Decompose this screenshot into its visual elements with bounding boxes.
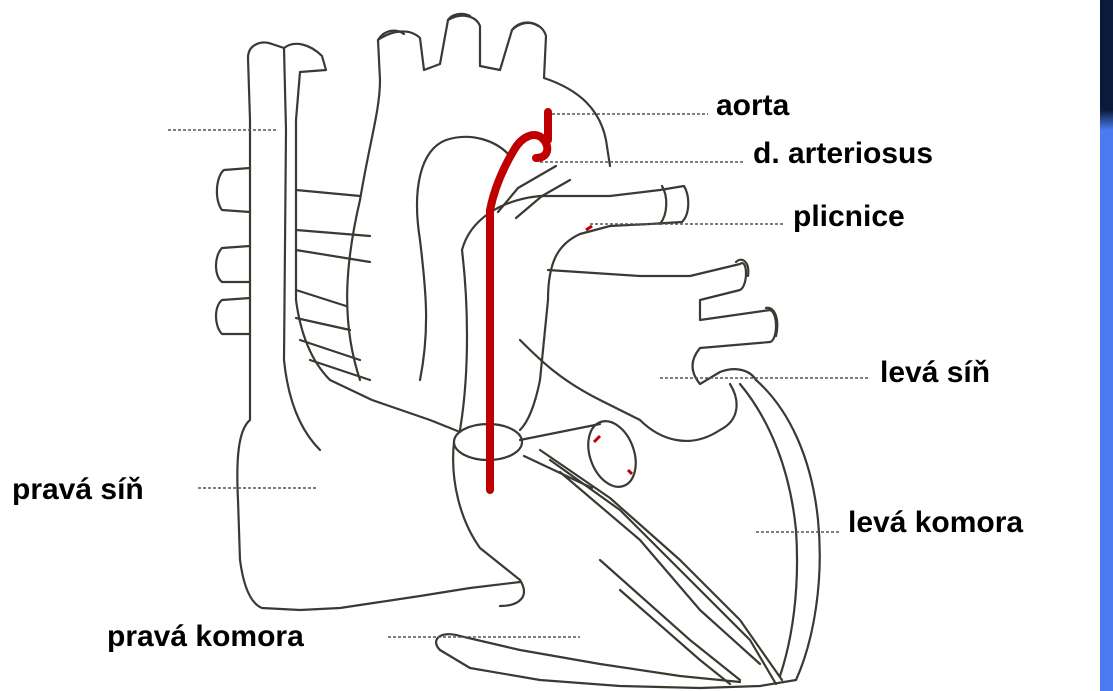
left-atrium-lower [520,340,737,441]
right-pulmonary-vein-3 [216,298,250,334]
left-ventricle-outline [440,380,820,688]
label-plicnice: plicnice [793,202,905,232]
valve-connector [520,424,600,488]
highlight-dot-2 [594,436,600,442]
pulmonary-trunk-rim [660,186,666,224]
pulmonary-artery-branches-right [296,190,370,380]
right-atrium-outline [237,58,520,610]
label-ductus-arteriosus: d. arteriosus [753,139,933,169]
pulmonary-trunk-outline [460,186,688,430]
ductus-arteriosus-outline [498,166,570,218]
right-atrium-inner [284,48,320,450]
label-aorta: aorta [716,91,789,121]
left-atrium-outline [548,263,776,384]
left-pulmonary-vein-tops [736,260,777,336]
right-ventricle-bottom [436,634,740,682]
label-prava-komora: pravá komora [107,622,304,652]
label-leva-komora: levá komora [848,508,1023,538]
right-pulmonary-vein-1 [217,168,250,212]
highlight-dot-1 [586,226,592,230]
aortic-arch-outline [347,16,610,380]
label-leva-sin: levá síň [880,358,990,388]
septum-lines [540,450,782,684]
great-vessel-tops [378,14,538,40]
label-prava-sin: pravá síň [12,475,144,505]
highlight-dot-3 [628,470,632,474]
right-pulmonary-vein-2 [216,246,250,282]
